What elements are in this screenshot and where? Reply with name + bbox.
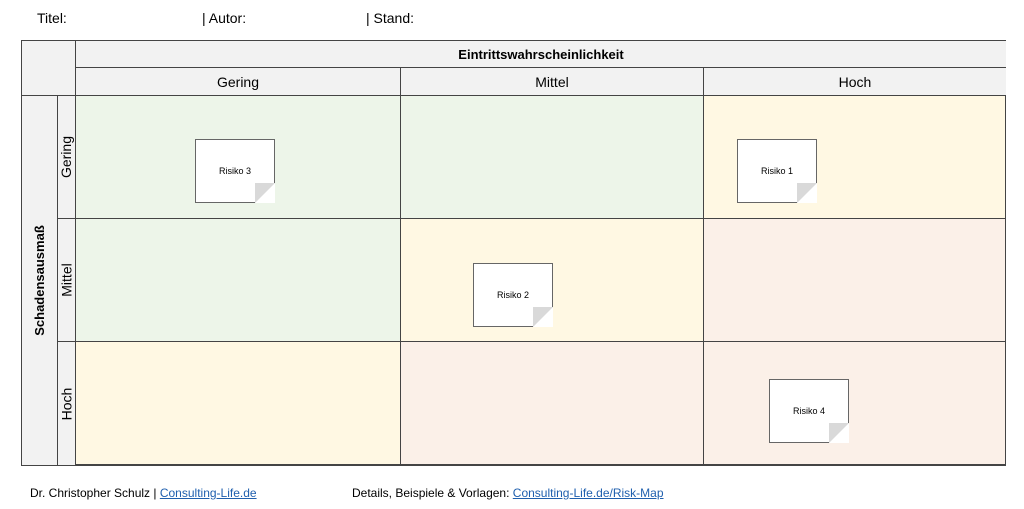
- y-level-gering-cell: Gering: [58, 96, 76, 219]
- author-label: | Autor:: [202, 10, 247, 26]
- footer-details-link[interactable]: Consulting-Life.de/Risk-Map: [512, 486, 664, 500]
- footer-author: Dr. Christopher Schulz | Consulting-Life…: [30, 486, 257, 500]
- y-level-hoch-cell: Hoch: [58, 342, 76, 465]
- x-level-gering: Gering: [76, 68, 401, 96]
- risk-note-1[interactable]: Risiko 1: [737, 139, 817, 203]
- title-label: Titel:: [37, 10, 67, 26]
- status-label: | Stand:: [366, 10, 415, 26]
- footer-author-link[interactable]: Consulting-Life.de: [159, 486, 257, 500]
- risk-note-label: Risiko 4: [792, 406, 825, 416]
- risk-note-label: Risiko 1: [760, 166, 793, 176]
- y-axis-title-cell: Schadensausmaß: [22, 96, 58, 465]
- risk-note-4[interactable]: Risiko 4: [769, 379, 849, 443]
- cell-hoch-mittel: [400, 341, 704, 465]
- y-level-mittel: Mittel: [58, 263, 75, 297]
- y-level-mittel-cell: Mittel: [58, 219, 76, 342]
- risk-note-2[interactable]: Risiko 2: [473, 263, 553, 327]
- page-curl-icon: [797, 183, 817, 203]
- y-level-hoch: Hoch: [58, 387, 75, 420]
- risk-matrix: Eintrittswahrscheinlichkeit Gering Mitte…: [21, 40, 1006, 466]
- page-curl-icon: [829, 423, 849, 443]
- page-curl-icon: [533, 307, 553, 327]
- y-axis-title: Schadensausmaß: [32, 225, 48, 336]
- footer-details: Details, Beispiele & Vorlagen: Consultin…: [352, 486, 664, 500]
- cell-hoch-hoch: [703, 341, 1006, 465]
- cell-mittel-hoch: [703, 218, 1006, 342]
- risk-note-3[interactable]: Risiko 3: [195, 139, 275, 203]
- x-level-hoch: Hoch: [704, 68, 1006, 96]
- corner-cell: [22, 41, 76, 96]
- x-axis-title: Eintrittswahrscheinlichkeit: [76, 41, 1006, 68]
- cell-hoch-gering: [75, 341, 401, 465]
- page-curl-icon: [255, 183, 275, 203]
- y-level-gering: Gering: [58, 135, 75, 179]
- cell-mittel-gering: [75, 218, 401, 342]
- risk-note-label: Risiko 3: [218, 166, 251, 176]
- cell-gering-mittel: [400, 95, 704, 219]
- risk-note-label: Risiko 2: [496, 290, 529, 300]
- footer-author-name: Dr. Christopher Schulz |: [30, 486, 157, 500]
- x-level-mittel: Mittel: [401, 68, 704, 96]
- footer-details-label: Details, Beispiele & Vorlagen:: [352, 486, 510, 500]
